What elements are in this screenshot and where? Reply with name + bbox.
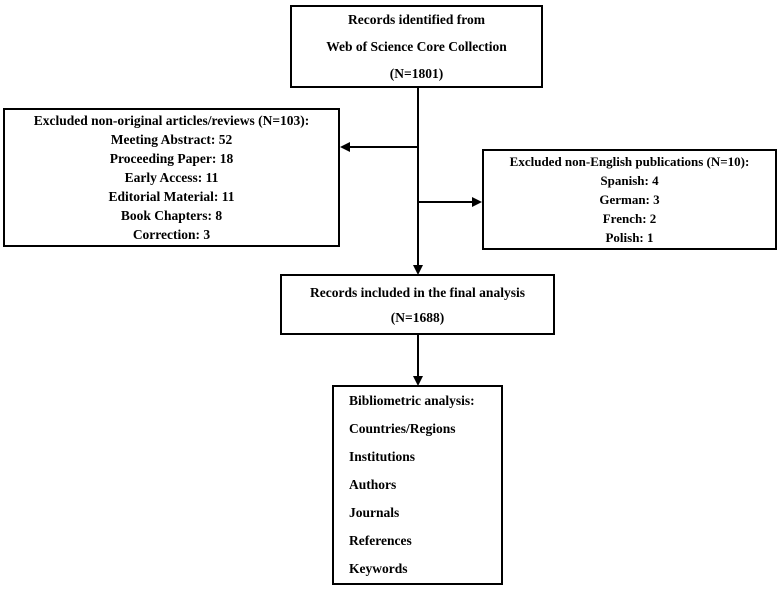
records-identified-count: (N=1801) — [389, 66, 444, 81]
excluded-item-early-access: Early Access: 11 — [124, 170, 219, 185]
records-included-count: (N=1688) — [390, 309, 445, 325]
excluded-item-editorial-material: Editorial Material: 11 — [108, 189, 235, 204]
analysis-item-authors: Authors — [349, 477, 397, 492]
arrow-down-icon — [413, 265, 423, 275]
analysis-item-keywords: Keywords — [349, 561, 408, 576]
excluded-item-spanish: Spanish: 4 — [600, 173, 659, 188]
analysis-item-institutions: Institutions — [349, 449, 416, 464]
excluded-non-english-box: Excluded non-English publications (N=10)… — [482, 149, 777, 250]
connector-top-to-included — [417, 88, 419, 267]
bibliometric-analysis-box: Bibliometric analysis: Countries/Regions… — [332, 385, 503, 585]
excluded-non-english-title: Excluded non-English publications (N=10)… — [509, 154, 750, 169]
excluded-non-original-box: Excluded non-original articles/reviews (… — [3, 108, 340, 247]
records-included-box: Records included in the final analysis (… — [280, 274, 555, 335]
analysis-item-references: References — [349, 533, 412, 548]
excluded-item-proceeding-paper: Proceeding Paper: 18 — [109, 151, 234, 166]
connector-branch-right — [418, 201, 475, 203]
analysis-item-countries-regions: Countries/Regions — [349, 421, 456, 436]
records-identified-line-1: Records identified from — [348, 12, 485, 27]
connector-included-to-analysis — [417, 335, 419, 377]
excluded-non-original-title: Excluded non-original articles/reviews (… — [33, 113, 310, 128]
excluded-item-book-chapters: Book Chapters: 8 — [120, 208, 223, 223]
arrow-down-icon — [413, 376, 423, 386]
analysis-item-journals: Journals — [349, 505, 400, 520]
excluded-item-french: French: 2 — [602, 211, 657, 226]
records-included-line: Records included in the final analysis — [310, 284, 525, 300]
records-identified-line-2: Web of Science Core Collection — [326, 39, 507, 54]
connector-branch-left — [348, 146, 418, 148]
arrow-left-icon — [340, 142, 350, 152]
excluded-item-polish: Polish: 1 — [605, 230, 654, 245]
excluded-item-correction: Correction: 3 — [132, 227, 211, 242]
bibliometric-analysis-title: Bibliometric analysis: — [349, 393, 475, 408]
arrow-right-icon — [472, 197, 482, 207]
excluded-item-meeting-abstract: Meeting Abstract: 52 — [110, 132, 233, 147]
records-identified-box: Records identified from Web of Science C… — [290, 5, 543, 88]
excluded-item-german: German: 3 — [599, 192, 660, 207]
